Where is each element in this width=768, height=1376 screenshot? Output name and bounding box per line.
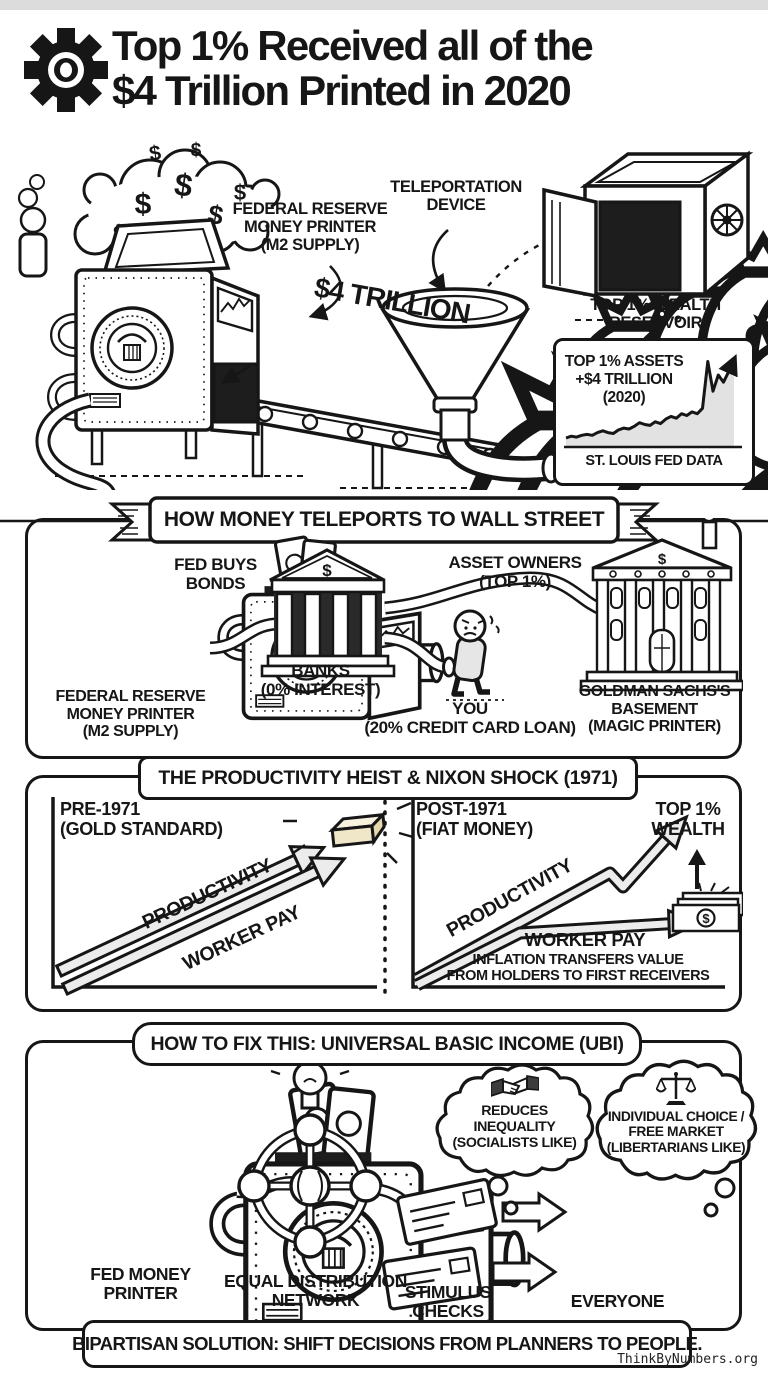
distribution-network-label: EQUAL DISTRIBUTION NETWORK	[223, 1271, 408, 1311]
fed-chart	[564, 353, 742, 449]
cash-stack-icon: $	[671, 882, 743, 933]
stimulus-checks-label: STIMULUS CHECKS	[404, 1282, 492, 1322]
vault-door	[542, 187, 598, 299]
fed-chart-source: ST. LOUIS FED DATA	[585, 453, 723, 469]
fed-chart-card: TOP 1% ASSETS +$4 TRILLION (2020) ST. LO…	[553, 338, 755, 486]
wealth-up-arrow	[688, 849, 706, 889]
fed-chart-title: TOP 1% ASSETS +$4 TRILLION (2020)	[564, 353, 684, 406]
svg-text:$: $	[234, 180, 246, 205]
handshake-icon	[490, 1075, 539, 1097]
sweat-drops-icon	[489, 615, 500, 634]
svg-text:$: $	[322, 561, 332, 580]
site-credit: ThinkByNumbers.org	[617, 1352, 758, 1367]
goldman-label: GOLDMAN SACHS'S BASEMENT (MAGIC PRINTER)	[578, 683, 731, 736]
funnel-teleporter	[379, 287, 561, 484]
svg-text:$: $	[172, 166, 195, 204]
wall-street-scene: $ $	[209, 518, 743, 760]
top1-wealth-label: TOP 1% WEALTH	[651, 799, 725, 839]
pre1971-productivity-arrow	[54, 845, 327, 978]
socialists-bubble-text: REDUCES INEQUALITY (SOCIALISTS LIKE)	[452, 1103, 577, 1151]
chimney-pipe	[17, 174, 48, 278]
wall-street-banner-ribbon	[0, 496, 768, 544]
bipartisan-banner: BIPARTISAN SOLUTION: SHIFT DECISIONS FRO…	[72, 1320, 702, 1368]
svg-text:$: $	[702, 911, 710, 926]
goldman-building: $	[579, 518, 743, 692]
fed-chart-line	[565, 353, 738, 440]
productivity-scene: $	[51, 775, 743, 999]
teleportation-device-label: TELEPORTATION DEVICE	[390, 178, 522, 215]
you-label: YOU (20% CREDIT CARD LOAN)	[364, 699, 576, 737]
fed-chart-area	[566, 359, 734, 447]
gear-icon	[24, 28, 108, 112]
svg-text:$: $	[148, 141, 163, 165]
wall-street-banner: HOW MONEY TELEPORTS TO WALL STREET	[163, 508, 605, 531]
svg-text:$: $	[658, 551, 667, 568]
distribution-network	[237, 1044, 383, 1259]
scales-icon	[656, 1072, 696, 1105]
fed-buys-bonds-label: FED BUYS BONDS	[174, 555, 257, 593]
pre1971-title: PRE-1971 (GOLD STANDARD)	[60, 799, 223, 839]
fed-money-printer-label: FED MONEY PRINTER	[90, 1264, 191, 1304]
page-title: Top 1% Received all of the $4 Trillion P…	[112, 22, 594, 114]
asset-owners-label: ASSET OWNERS (TOP 1%)	[448, 553, 582, 591]
productivity-banner: THE PRODUCTIVITY HEIST & NIXON SHOCK (19…	[138, 756, 638, 800]
vault	[542, 150, 768, 470]
sad-person	[446, 609, 504, 701]
libertarians-bubble: INDIVIDUAL CHOICE / FREE MARKET (LIBERTA…	[592, 1058, 760, 1188]
bubble-tail	[487, 1175, 736, 1218]
socialists-bubble: REDUCES INEQUALITY (SOCIALISTS LIKE)	[432, 1062, 597, 1184]
check-arrow-icon	[491, 1251, 558, 1293]
ubi-scene	[25, 1044, 736, 1332]
post1971-title: POST-1971 (FIAT MONEY)	[416, 799, 533, 839]
banks-label: BANKS (0% INTEREST)	[260, 661, 381, 699]
fed-printer-label: FEDERAL RESERVE MONEY PRINTER (M2 SUPPLY…	[232, 200, 388, 255]
page-top-edge	[0, 0, 768, 10]
ws-fed-printer-label: FEDERAL RESERVE MONEY PRINTER (M2 SUPPLY…	[55, 688, 206, 741]
libertarians-bubble-text: INDIVIDUAL CHOICE / FREE MARKET (LIBERTA…	[606, 1109, 746, 1155]
svg-text:$: $	[135, 188, 152, 221]
inflation-note: INFLATION TRANSFERS VALUE FROM HOLDERS T…	[446, 952, 710, 984]
pre1971-worker-pay-arrow	[60, 856, 348, 996]
ubi-banner: HOW TO FIX THIS: UNIVERSAL BASIC INCOME …	[132, 1022, 642, 1066]
money-printer	[47, 218, 260, 466]
post1971-worker-pay-label: WORKER PAY	[524, 929, 646, 950]
check-arrow-icon	[501, 1191, 568, 1233]
gold-bar-icon	[328, 811, 387, 848]
stimulus-check	[381, 1246, 483, 1311]
money-pipe	[35, 364, 251, 490]
svg-text:$: $	[191, 140, 202, 161]
hero-scene: $ $ $ $ $ $ $ $	[17, 140, 768, 490]
everyone-label: EVERYONE	[570, 1291, 665, 1311]
wealth-reservoir-label: TOP 1% WEALTH RESERVOIR	[590, 296, 721, 333]
bank-building: $	[260, 548, 396, 678]
stimulus-check	[396, 1178, 498, 1246]
